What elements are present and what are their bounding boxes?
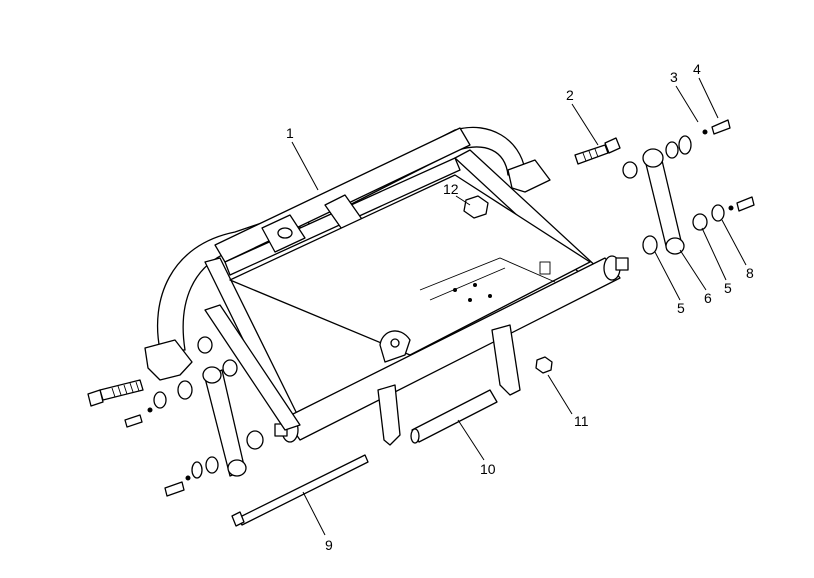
leader-line [291,141,319,191]
leader-line [675,85,699,123]
callout-label: 4 [693,61,701,77]
callout-1: 1 [286,125,319,191]
callout-label: 3 [670,69,678,85]
leader-line [679,249,707,291]
leader-line [455,195,471,206]
callout-label: 1 [286,125,294,141]
callout-11: 11 [547,374,589,429]
leader-line [721,219,747,266]
leader-line [654,251,681,301]
callout-label: 2 [566,87,574,103]
callout-5a: 5 [654,251,685,316]
left-hardware [87,336,369,527]
callout-12: 12 [443,181,471,206]
leader-line [698,77,719,119]
callout-label: 8 [746,265,754,281]
callout-6: 6 [679,249,712,306]
callout-label: 11 [574,413,589,429]
callout-label: 10 [480,461,496,477]
callout-label: 9 [325,537,333,553]
leader-line [302,491,326,536]
callout-label: 5 [677,300,685,316]
callout-3: 3 [670,69,699,123]
callout-label: 12 [443,181,459,197]
right-hardware [410,119,755,444]
callout-5b: 5 [701,227,732,296]
leader-line [701,227,727,281]
leader-line [547,374,573,415]
callout-label: 6 [704,290,712,306]
callout-10: 10 [457,419,496,477]
callout-9: 9 [302,491,333,553]
leader-line [457,419,485,461]
callout-8: 8 [721,219,754,281]
main-frame [144,126,629,446]
leader-line [571,103,599,146]
callout-2: 2 [566,87,599,146]
callout-label: 5 [724,280,732,296]
callout-4: 4 [693,61,719,119]
